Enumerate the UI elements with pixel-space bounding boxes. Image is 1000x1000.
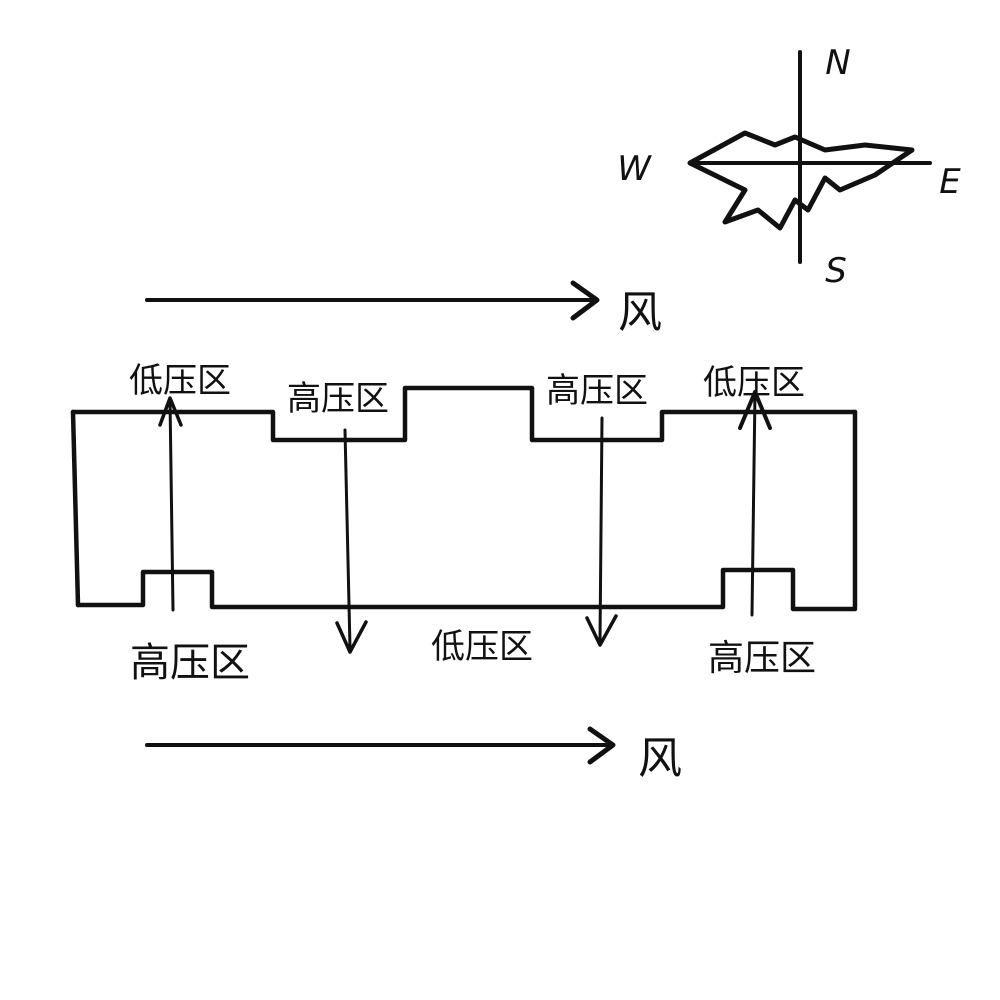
airflow-arrow-2-shaft [343, 428, 352, 650]
upper-zone-label-1: 低压区 [129, 361, 231, 401]
airflow-arrow-4-head [738, 390, 772, 430]
airflow-arrow-2-down [335, 428, 368, 654]
compass-west-label: W [617, 149, 652, 189]
airflow-arrow-4-shaft [750, 390, 757, 617]
wind-arrow-top: 风 [145, 280, 662, 338]
airflow-arrow-2-head [335, 620, 368, 654]
airflow-arrow-1-up [158, 396, 183, 612]
upper-zone-label-2: 高压区 [287, 379, 389, 419]
lower-boundary-line [75, 567, 858, 612]
airflow-arrow-1-head [158, 396, 183, 427]
airflow-arrow-1-shaft [168, 398, 175, 612]
left-wall [70, 409, 81, 608]
upper-zone-label-4: 低压区 [703, 363, 805, 403]
wind-arrow-bottom: 风 [145, 726, 682, 784]
upper-zone-label-3: 高压区 [546, 371, 648, 411]
upper-boundary-line [70, 385, 858, 443]
lower-zone-label-2: 低压区 [431, 627, 533, 667]
lower-zone-label-3: 高压区 [708, 638, 816, 679]
compass-star-shape [687, 130, 915, 231]
compass-north-label: N [825, 43, 850, 83]
wind-arrow-top-head [570, 280, 600, 321]
airflow-arrow-3-down [585, 416, 618, 647]
compass-south-label: S [825, 251, 847, 291]
airflow-arrow-3-shaft [598, 416, 604, 644]
compass-rose: N S E W [617, 43, 961, 291]
compass-east-label: E [939, 162, 961, 202]
wind-label-bottom: 风 [638, 733, 682, 784]
wind-arrow-bottom-head [587, 726, 616, 765]
airflow-arrow-3-head [585, 614, 618, 647]
airflow-arrow-4-up [738, 390, 772, 617]
wind-label-top: 风 [618, 287, 662, 338]
lower-zone-label-1: 高压区 [130, 640, 250, 686]
